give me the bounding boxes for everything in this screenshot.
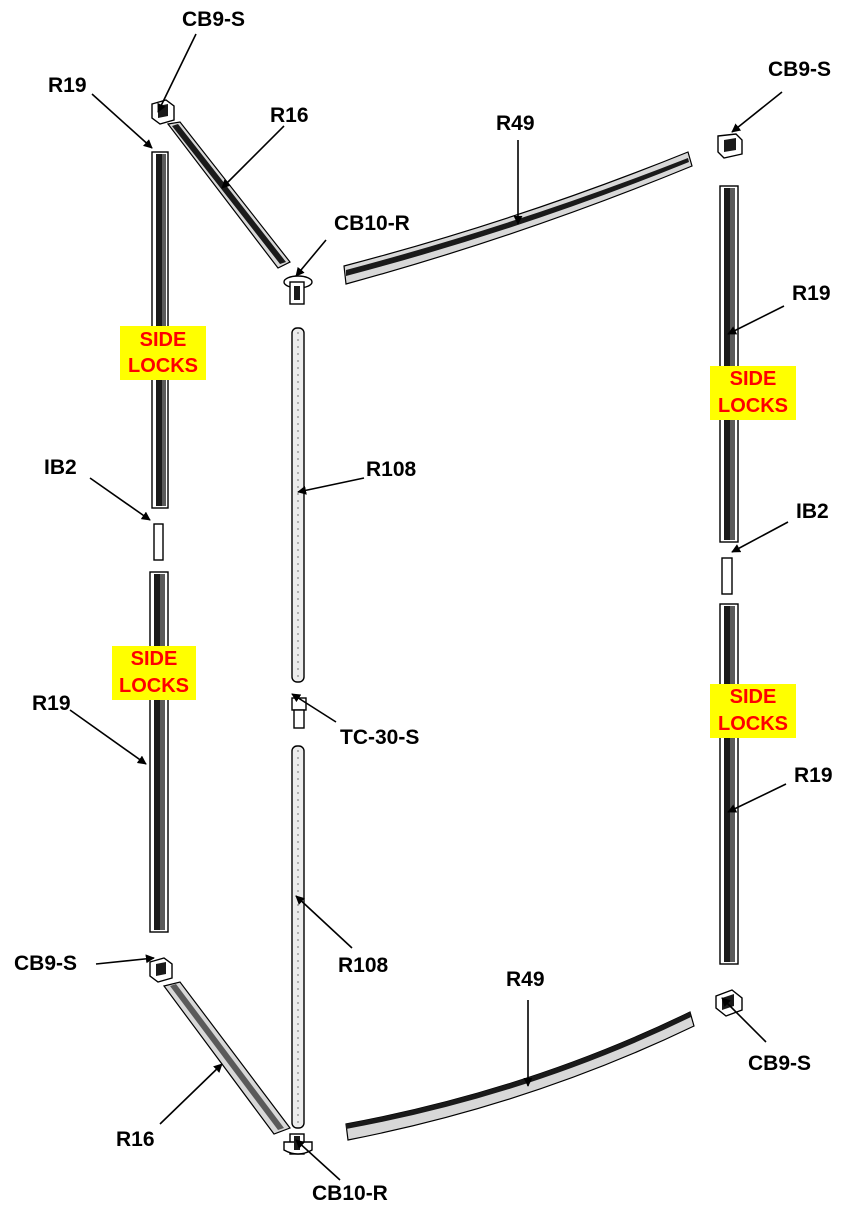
side-locks-line1: SIDE — [730, 368, 777, 390]
side-locks-tag-lower-right: SIDE LOCKS — [710, 684, 796, 738]
part-cb9s-bottom-left — [149, 957, 173, 983]
label-r108-lower: R108 — [338, 954, 389, 977]
label-r19-upper-right: R19 — [792, 282, 831, 305]
rail-r49-bottom — [345, 1011, 695, 1141]
part-cb9s-bottom-right — [715, 989, 743, 1017]
side-locks-tag-upper-right: SIDE LOCKS — [710, 366, 796, 420]
side-locks-line1: SIDE — [730, 686, 777, 708]
part-cb9s-top-left — [151, 99, 175, 125]
rail-r19-lower-right — [719, 603, 739, 965]
side-locks-line2: LOCKS — [128, 355, 198, 377]
label-r16-top: R16 — [270, 104, 309, 127]
side-locks-line2: LOCKS — [119, 675, 189, 697]
label-r19-lower-right: R19 — [794, 764, 833, 787]
label-cb9s-bottom-left: CB9-S — [14, 952, 77, 975]
part-ib2-left — [153, 523, 164, 561]
rail-r16-bottom — [162, 981, 291, 1135]
label-r16-bottom: R16 — [116, 1128, 155, 1151]
label-cb10r-top: CB10-R — [334, 212, 410, 235]
label-r19-lower-left: R19 — [32, 692, 71, 715]
side-locks-line2: LOCKS — [718, 713, 788, 735]
label-cb9s-top-right: CB9-S — [768, 58, 831, 81]
label-cb10r-bottom: CB10-R — [312, 1182, 388, 1205]
rail-r16-top — [166, 121, 291, 269]
label-r49-bottom: R49 — [506, 968, 545, 991]
label-cb9s-bottom-right: CB9-S — [748, 1052, 811, 1075]
side-locks-tag-upper-left: SIDE LOCKS — [120, 326, 206, 380]
part-cb9s-top-right — [717, 133, 743, 159]
label-cb9s-top-left: CB9-S — [182, 8, 245, 31]
side-locks-line1: SIDE — [140, 329, 187, 351]
label-ib2-right: IB2 — [796, 500, 829, 523]
rail-r19-upper-right — [719, 185, 739, 543]
leader-arrows — [69, 33, 789, 1181]
post-r108-upper — [291, 327, 305, 683]
label-r49-top: R49 — [496, 112, 535, 135]
side-locks-line2: LOCKS — [718, 395, 788, 417]
rail-r19-lower-left — [149, 571, 169, 933]
label-r108-upper: R108 — [366, 458, 417, 481]
label-r19-top-left: R19 — [48, 74, 87, 97]
side-locks-line1: SIDE — [131, 648, 178, 670]
label-ib2-left: IB2 — [44, 456, 77, 479]
label-tc30s: TC-30-S — [340, 726, 419, 749]
side-locks-tag-lower-left: SIDE LOCKS — [112, 646, 196, 700]
part-ib2-right — [721, 557, 733, 595]
post-r108-lower — [291, 745, 305, 1129]
part-cb10r-top — [283, 275, 313, 305]
